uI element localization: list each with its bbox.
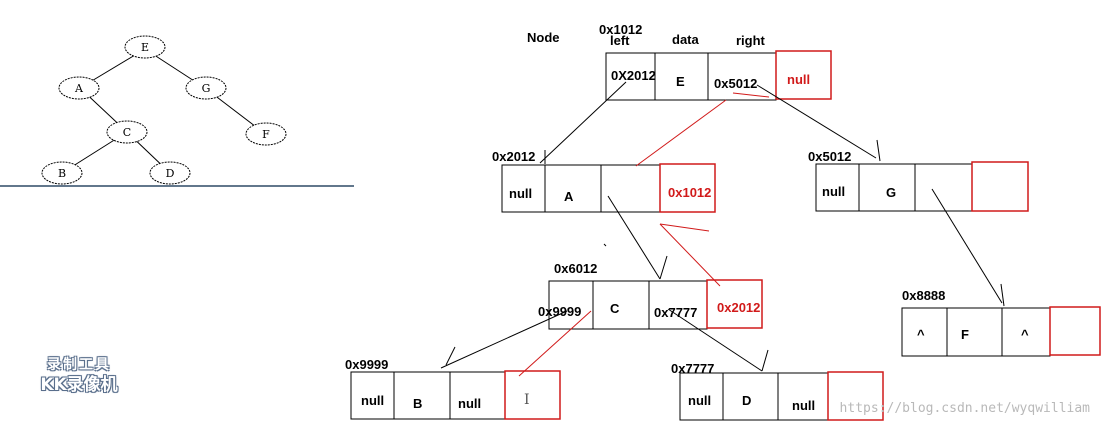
tree-node-label: E bbox=[141, 41, 149, 54]
child-pointers bbox=[440, 81, 1005, 372]
node-b-data: B bbox=[413, 396, 422, 411]
node-d-address: 0x7777 bbox=[671, 361, 714, 376]
node-f-right: ^ bbox=[1021, 327, 1029, 342]
tree-sketch: E A G C F B D bbox=[41, 35, 287, 185]
tree-node bbox=[185, 76, 227, 100]
node-g: null G bbox=[815, 161, 1029, 212]
tree-node bbox=[245, 122, 287, 146]
node-d-right: null bbox=[792, 398, 815, 413]
node-d-parent-cell bbox=[827, 371, 884, 421]
recorder-logo: 录制工具 KK录像机 bbox=[14, 356, 144, 396]
pointer-tick bbox=[761, 349, 769, 372]
node-c-data: C bbox=[610, 301, 620, 316]
node-f-parent-cell bbox=[1049, 306, 1101, 356]
right-field-header: right bbox=[736, 33, 766, 48]
node-header-label: Node bbox=[527, 30, 560, 45]
tree-node-label: D bbox=[166, 167, 175, 180]
node-c-right: 0x7777 bbox=[654, 305, 697, 320]
node-f-data: F bbox=[961, 327, 969, 342]
node-a-data: A bbox=[564, 189, 574, 204]
parent-pointer-c-to-a bbox=[659, 223, 721, 287]
tree-node-label: B bbox=[58, 167, 66, 180]
node-d-data: D bbox=[742, 393, 751, 408]
node-d: null D null bbox=[679, 371, 884, 421]
node-g-parent-cell bbox=[971, 161, 1029, 212]
node-g-data: G bbox=[886, 185, 896, 200]
pointer-g-to-f bbox=[931, 188, 1003, 304]
node-c-address: 0x6012 bbox=[554, 261, 597, 276]
tree-node bbox=[149, 161, 191, 185]
node-a-address: 0x2012 bbox=[492, 149, 535, 164]
pointer-c-to-d bbox=[667, 308, 763, 372]
node-e-left: 0X2012 bbox=[611, 68, 656, 83]
data-field-header: data bbox=[672, 32, 700, 47]
logo-line-2: KK录像机 bbox=[40, 375, 118, 395]
node-c-parent: 0x2012 bbox=[717, 300, 760, 315]
tree-node-label: G bbox=[202, 82, 211, 95]
node-b-address: 0x9999 bbox=[345, 357, 388, 372]
node-e-parent-cell bbox=[775, 50, 832, 100]
pointer-tick bbox=[603, 243, 607, 247]
node-a-left: null bbox=[509, 186, 532, 201]
node-c: 0x9999 C 0x7777 0x2012 bbox=[538, 279, 763, 330]
parent-pointer-a-to-e bbox=[635, 99, 727, 167]
logo-line-1: 录制工具 bbox=[47, 357, 111, 373]
tree-node bbox=[124, 35, 166, 59]
tree-node-label: F bbox=[262, 128, 270, 141]
pointer-tick bbox=[659, 255, 668, 280]
pointer-tick bbox=[445, 346, 456, 366]
tree-node bbox=[58, 76, 100, 100]
node-a-parent-cell bbox=[659, 163, 716, 213]
node-e-parent: null bbox=[787, 72, 810, 87]
node-f: ^ F ^ bbox=[901, 306, 1101, 357]
node-e-data: E bbox=[676, 74, 685, 89]
watermark-url: https://blog.csdn.net/wyqwilliam bbox=[840, 401, 1091, 416]
parent-pointer-tick bbox=[732, 92, 770, 98]
pointer-c-to-b bbox=[440, 310, 568, 369]
node-b-parent-cell bbox=[504, 370, 561, 420]
parent-pointer-tick bbox=[659, 223, 710, 232]
node-b-left: null bbox=[361, 393, 384, 408]
node-b-right: null bbox=[458, 396, 481, 411]
node-a: null A 0x1012 bbox=[501, 163, 716, 213]
tree-node bbox=[106, 120, 148, 144]
root-address-label: 0x1012 bbox=[599, 22, 642, 37]
node-c-parent-cell bbox=[706, 279, 763, 329]
pointer-tick bbox=[1000, 283, 1005, 307]
tree-node bbox=[41, 161, 83, 185]
node-a-parent: 0x1012 bbox=[668, 185, 711, 200]
node-g-left: null bbox=[822, 184, 845, 199]
parent-pointer-b-to-c bbox=[518, 310, 592, 377]
node-b: null B null I bbox=[350, 370, 561, 420]
node-c-left: 0x9999 bbox=[538, 304, 581, 319]
pointer-a-to-c bbox=[607, 195, 661, 280]
node-g-address: 0x5012 bbox=[808, 149, 851, 164]
node-e-right: 0x5012 bbox=[714, 76, 757, 91]
node-d-left: null bbox=[688, 393, 711, 408]
node-e: 0X2012 E 0x5012 null bbox=[605, 50, 832, 101]
text-cursor-icon: I bbox=[524, 392, 530, 408]
pointer-tick bbox=[876, 139, 881, 162]
parent-pointers bbox=[518, 92, 770, 377]
left-field-header: left bbox=[610, 33, 630, 48]
tree-node-label: A bbox=[74, 82, 84, 95]
node-f-address: 0x8888 bbox=[902, 288, 945, 303]
pointer-e-to-a bbox=[539, 81, 627, 164]
pointer-e-to-g bbox=[756, 84, 877, 159]
tree-node-label: C bbox=[123, 126, 131, 139]
node-f-left: ^ bbox=[917, 327, 925, 342]
